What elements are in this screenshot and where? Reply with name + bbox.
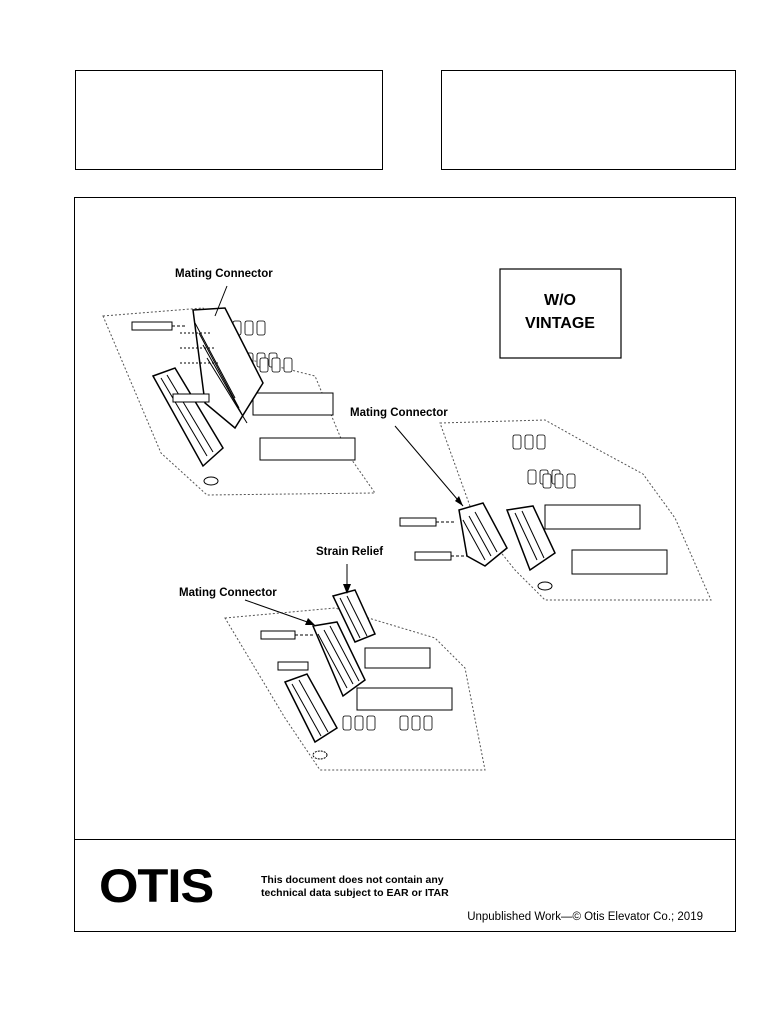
board-header-bottom — [283, 673, 338, 744]
disclaimer-line1: This document does not contain any — [261, 874, 444, 886]
copyright-notice: Unpublished Work—© Otis Elevator Co.; 20… — [467, 911, 703, 923]
circuit-board-top-left — [102, 285, 376, 496]
connector-diagram: Mating Connector W/O VINTAGE — [102, 268, 712, 771]
label-mating-connector-right: Mating Connector — [350, 407, 448, 419]
label-mating-connector-top-left: Mating Connector — [175, 268, 273, 280]
export-disclaimer: This document does not contain any techn… — [261, 874, 461, 900]
circuit-board-bottom — [224, 564, 486, 771]
wo-vintage-box: W/O VINTAGE — [499, 268, 622, 359]
circuit-board-right — [394, 419, 712, 601]
otis-logo: OTIS — [99, 859, 214, 912]
board-header-top-left — [151, 367, 224, 468]
disclaimer-line2: technical data subject to EAR or ITAR — [261, 887, 449, 899]
label-strain-relief: Strain Relief — [316, 546, 383, 558]
main-figure-frame: Mating Connector W/O VINTAGE — [74, 197, 736, 932]
header-box-right — [441, 70, 736, 170]
mating-connector-top-left — [180, 307, 264, 430]
label-mating-connector-bottom: Mating Connector — [179, 587, 277, 599]
vintage-box-line1: W/O — [544, 292, 576, 309]
header-box-left — [75, 70, 383, 170]
vintage-box-line2: VINTAGE — [525, 315, 595, 332]
board-header-right — [505, 505, 556, 572]
mating-connector-bottom — [311, 621, 366, 698]
footer-divider — [75, 839, 735, 840]
mating-connector-right — [458, 502, 508, 567]
